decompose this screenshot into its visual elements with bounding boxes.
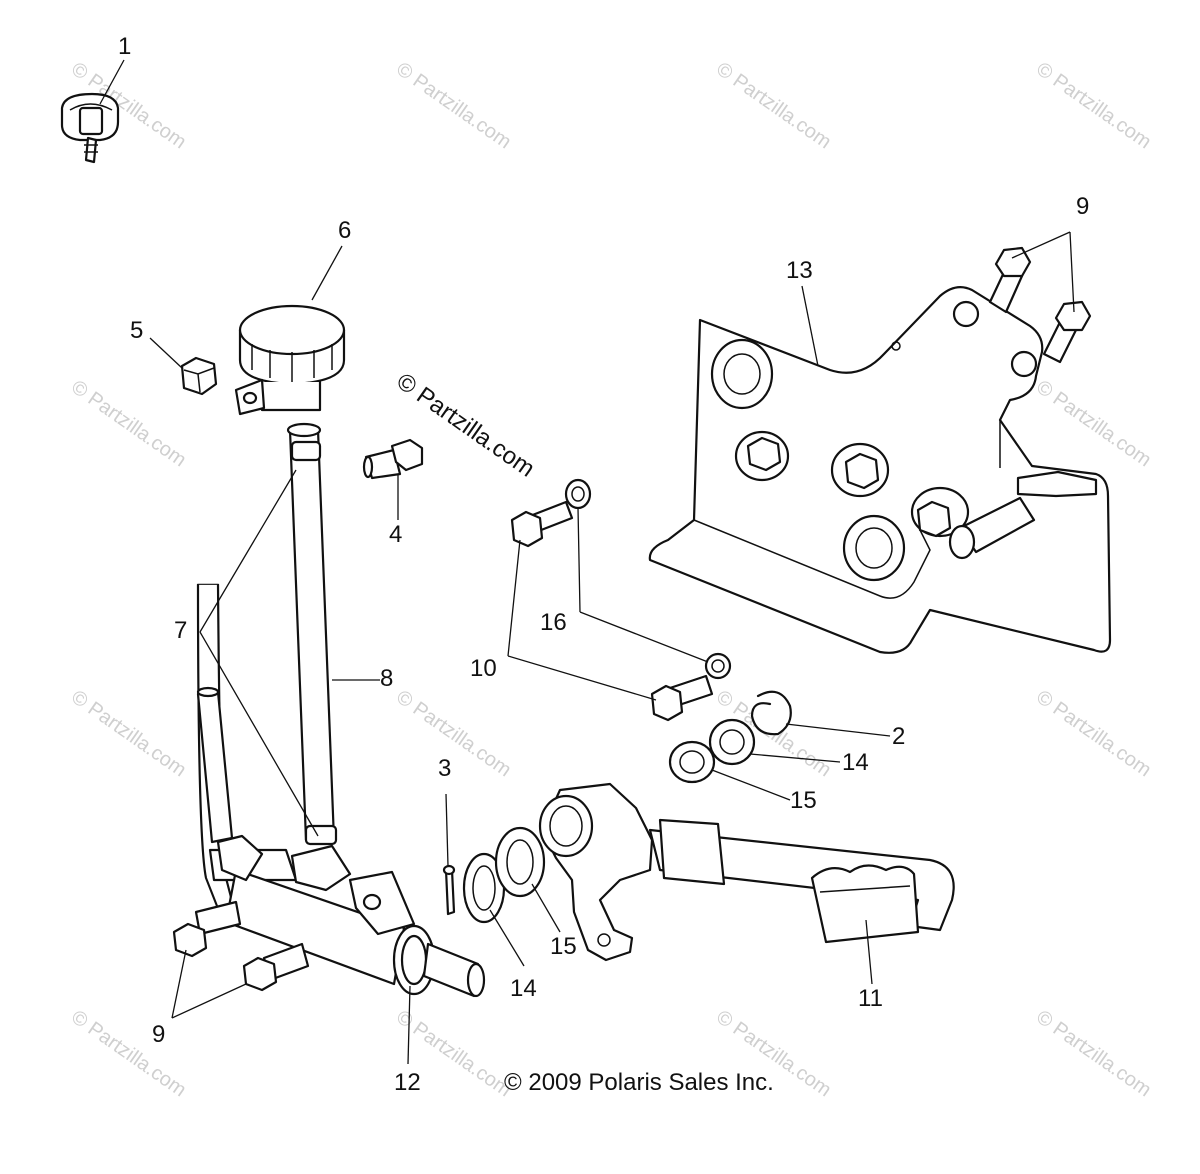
callout-15-lower: 15 xyxy=(550,933,577,960)
part-10-bolt-upper xyxy=(510,500,574,548)
callout-8: 8 xyxy=(380,665,393,692)
callout-14-lower: 14 xyxy=(510,975,537,1002)
part-13-bracket xyxy=(648,285,1112,654)
callout-11: 11 xyxy=(858,985,883,1012)
part-fitting-pipe xyxy=(196,686,264,882)
callout-7: 7 xyxy=(174,617,187,644)
watermark: © Partzilla.com xyxy=(1032,686,1155,781)
part-2-spring xyxy=(750,690,792,736)
leader-lines xyxy=(99,59,1075,1065)
callout-9-upper: 9 xyxy=(1076,193,1089,220)
callout-5: 5 xyxy=(130,317,143,344)
part-16-washer-lower xyxy=(704,652,732,680)
part-9-bolt-upper-a xyxy=(988,246,1032,314)
part-11-brake-pedal xyxy=(538,782,955,962)
part-15-bushing-lower xyxy=(494,826,546,898)
part-10-bolt-lower xyxy=(650,674,714,722)
callout-4: 4 xyxy=(389,521,402,548)
part-14-washer-lower xyxy=(462,852,506,924)
part-9-bolt-lower-a xyxy=(172,900,242,958)
callout-15-upper: 15 xyxy=(790,787,817,814)
callout-1: 1 xyxy=(118,33,131,60)
callout-2: 2 xyxy=(892,723,905,750)
part-9-bolt-upper-b xyxy=(1042,300,1092,364)
watermark: © Partzilla.com xyxy=(67,1006,190,1101)
callout-10: 10 xyxy=(470,655,497,682)
callout-labels: 1 2 3 4 5 6 7 8 9 9 10 11 12 13 14 14 15… xyxy=(118,33,1089,1096)
part-7-clamp-lower xyxy=(304,824,338,846)
part-7-clamp-upper xyxy=(290,440,322,462)
callout-13: 13 xyxy=(786,257,813,284)
part-5-nut xyxy=(180,356,218,396)
callout-16: 16 xyxy=(540,609,567,636)
part-8-hose xyxy=(286,422,338,846)
callout-14-upper: 14 xyxy=(842,749,869,776)
watermark: © Partzilla.com xyxy=(1032,1006,1155,1101)
callout-6: 6 xyxy=(338,217,351,244)
watermark: © Partzilla.com xyxy=(712,58,835,153)
watermark: © Partzilla.com xyxy=(67,376,190,471)
watermark: © Partzilla.com xyxy=(392,686,515,781)
part-16-washer-upper xyxy=(564,478,592,510)
part-3-cotter-pin xyxy=(442,864,456,916)
watermark: © Partzilla.com xyxy=(1032,376,1155,471)
callout-12: 12 xyxy=(394,1069,421,1096)
part-1-clip xyxy=(60,92,120,164)
part-14-washer-upper xyxy=(708,718,756,766)
part-9-bolt-lower-b xyxy=(242,942,310,992)
copyright-text: © 2009 Polaris Sales Inc. xyxy=(504,1069,774,1096)
callout-9-lower: 9 xyxy=(152,1021,165,1048)
part-15-bushing-upper xyxy=(668,740,716,784)
part-12-master-cylinder xyxy=(196,583,486,998)
watermark: © Partzilla.com xyxy=(392,58,515,153)
part-4-bolt xyxy=(362,438,424,480)
part-6-reservoir xyxy=(234,304,346,416)
callout-3: 3 xyxy=(438,755,451,782)
watermark: © Partzilla.com xyxy=(1032,58,1155,153)
watermark: © Partzilla.com xyxy=(67,686,190,781)
